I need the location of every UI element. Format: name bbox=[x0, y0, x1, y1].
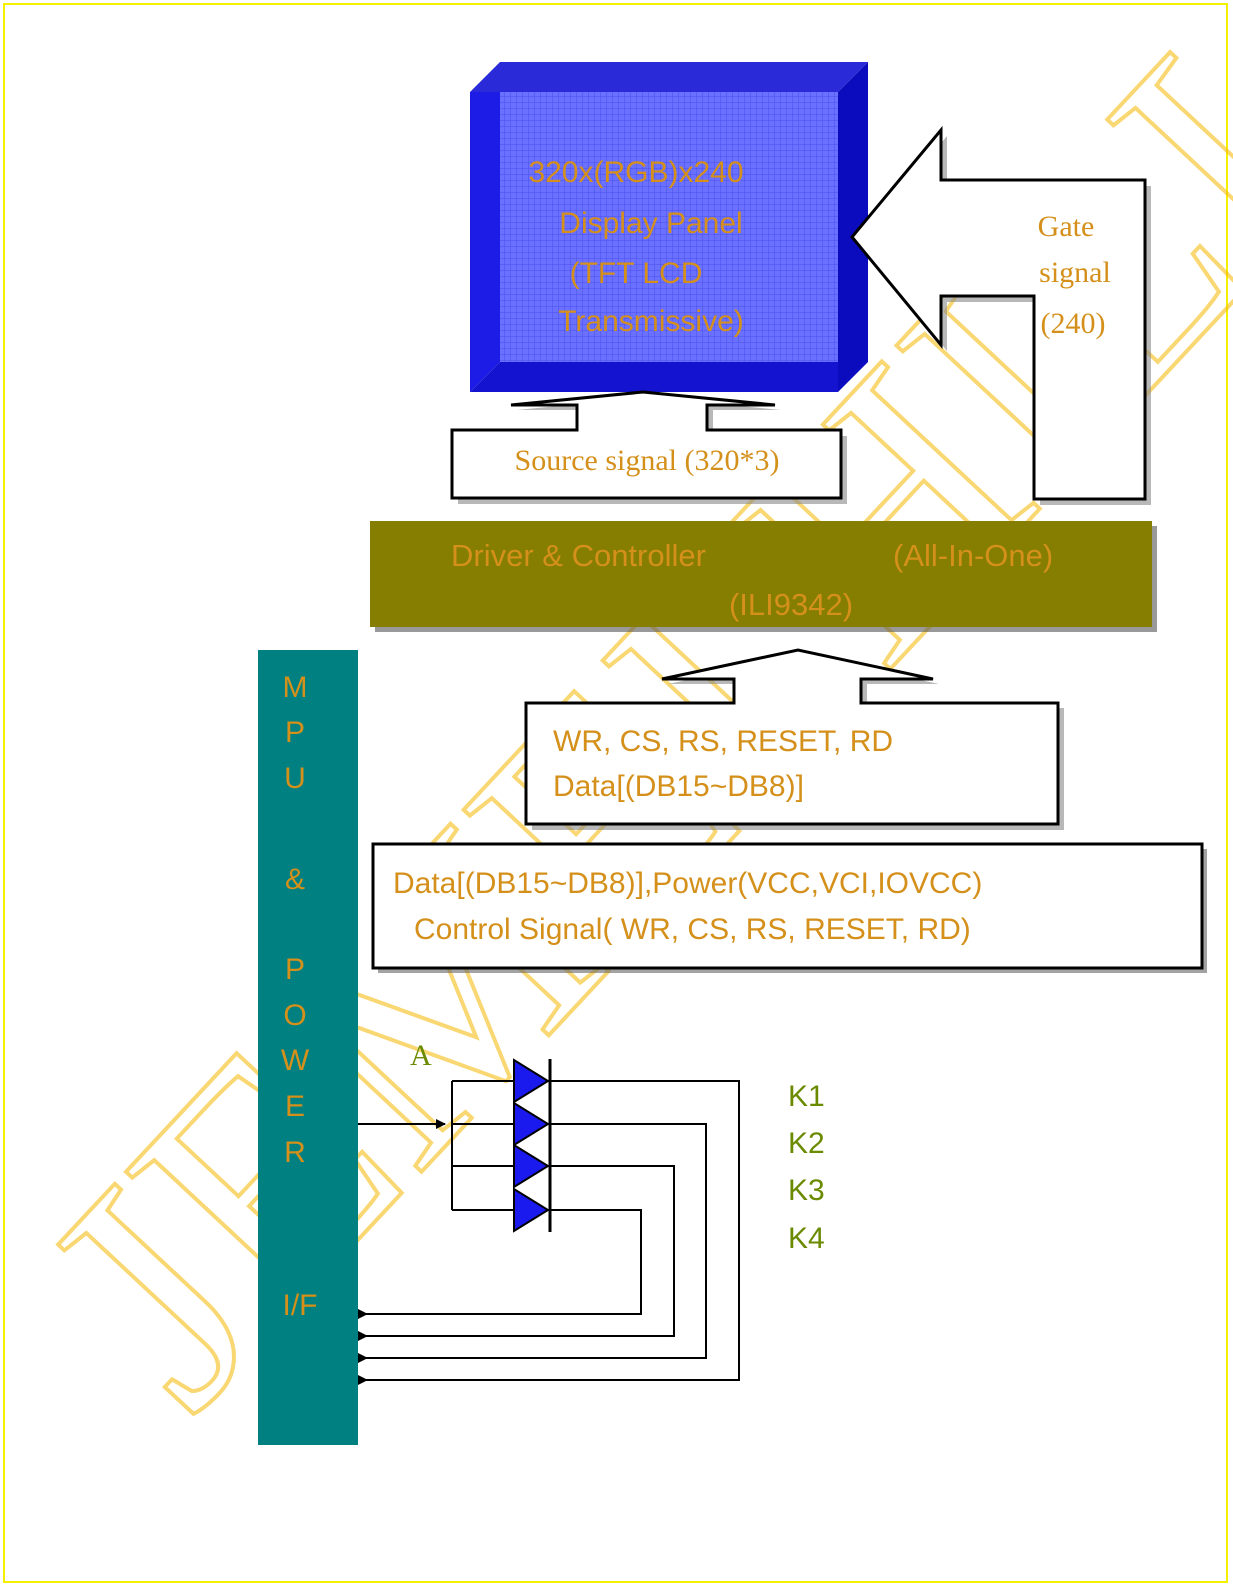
driver-label-right: (All-In-One) bbox=[893, 538, 1053, 573]
mpu-letter: M bbox=[283, 671, 308, 704]
mpu-letter: E bbox=[285, 1090, 305, 1123]
driver-label-chip: (ILI9342) bbox=[729, 587, 853, 622]
mpu-power-bar: M P U & P O W E R I/F bbox=[258, 650, 358, 1445]
led-diode-1 bbox=[513, 1058, 550, 1104]
source-signal-arrow: Source signal (320*3) bbox=[450, 390, 847, 504]
panel-left-face bbox=[470, 92, 500, 392]
led-diode-2 bbox=[513, 1101, 550, 1147]
panel-label-line-3: (TFT LCD bbox=[570, 257, 703, 290]
mpu-letter: & bbox=[285, 863, 305, 896]
bus-arrow: WR, CS, RS, RESET, RD Data[(DB15~DB8)] bbox=[524, 648, 1064, 830]
gate-label-line-3: (240) bbox=[1041, 307, 1106, 340]
cathode-label-k2: K2 bbox=[788, 1127, 825, 1160]
display-panel: 320x(RGB)x240 Display Panel (TFT LCD Tra… bbox=[470, 62, 868, 392]
cathode-return-wire-4 bbox=[358, 1209, 642, 1319]
bus-label-line-2: Data[(DB15~DB8)] bbox=[553, 770, 804, 803]
panel-bottom-face bbox=[470, 362, 838, 392]
interface-label-line-1: Data[(DB15~DB8)],Power(VCC,VCI,IOVCC) bbox=[393, 867, 982, 900]
driver-label-left: Driver & Controller bbox=[451, 538, 706, 573]
cathode-label-k1: K1 bbox=[788, 1080, 825, 1113]
interface-box: Data[(DB15~DB8)],Power(VCC,VCI,IOVCC) Co… bbox=[371, 842, 1207, 973]
panel-right-face bbox=[838, 62, 868, 392]
mpu-letter: P bbox=[285, 953, 305, 986]
source-signal-label: Source signal (320*3) bbox=[515, 444, 780, 477]
cathode-return-wire-2 bbox=[358, 1123, 707, 1363]
panel-label-line-2: Display Panel bbox=[559, 207, 742, 240]
mpu-letter: O bbox=[283, 999, 306, 1032]
gate-label-line-2: signal bbox=[1039, 256, 1111, 289]
gate-arrow-body bbox=[850, 125, 1147, 501]
cathode-label-k4: K4 bbox=[788, 1222, 825, 1255]
panel-label-line-1: 320x(RGB)x240 bbox=[528, 156, 743, 189]
cathode-label-k3: K3 bbox=[788, 1174, 825, 1207]
anode-label: A bbox=[410, 1039, 432, 1072]
cathode-return-wire-3 bbox=[358, 1165, 675, 1341]
gate-label-line-1: Gate bbox=[1038, 210, 1095, 243]
led-diode-4 bbox=[513, 1187, 550, 1233]
interface-box-body bbox=[371, 842, 1204, 970]
panel-top-face bbox=[470, 62, 868, 92]
panel-screen bbox=[500, 92, 838, 362]
page-frame bbox=[3, 3, 1228, 1583]
driver-box bbox=[370, 521, 1152, 627]
interface-label-line-2: Control Signal( WR, CS, RS, RESET, RD) bbox=[414, 913, 971, 946]
mpu-letter: R bbox=[284, 1136, 306, 1169]
led-circuit: A K1 K2 K3 K4 bbox=[358, 1039, 825, 1385]
led-diode-3 bbox=[513, 1143, 550, 1189]
mpu-letter: P bbox=[285, 716, 305, 749]
bus-arrow-body bbox=[524, 648, 1060, 826]
source-arrow-body bbox=[450, 390, 843, 500]
mpu-letter: I/F bbox=[283, 1289, 318, 1322]
gate-signal-arrow: Gate signal (240) bbox=[850, 125, 1151, 505]
mpu-bar-body bbox=[258, 650, 358, 1445]
cathode-return-wire-1 bbox=[358, 1080, 740, 1385]
panel-label-line-4: Transmissive) bbox=[558, 305, 744, 338]
driver-controller-block: Driver & Controller (All-In-One) (ILI934… bbox=[370, 521, 1157, 632]
led-array bbox=[358, 1058, 740, 1385]
bus-label-line-1: WR, CS, RS, RESET, RD bbox=[553, 725, 893, 758]
mpu-letter: U bbox=[284, 762, 306, 795]
mpu-letter: W bbox=[281, 1044, 310, 1077]
